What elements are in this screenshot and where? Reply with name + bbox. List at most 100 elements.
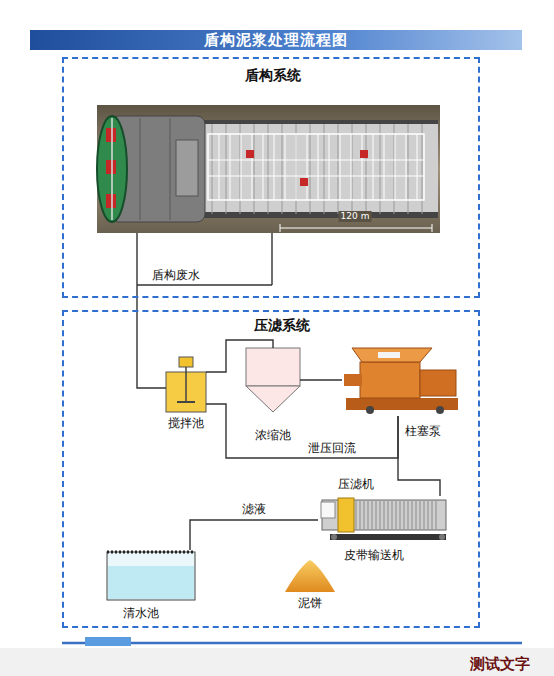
mixer-tank-icon (185, 367, 187, 402)
shield-machine-illustration (230, 134, 231, 200)
shield-machine-illustration (140, 118, 141, 220)
system-region: 盾构系统 120 m (62, 57, 480, 298)
shield-machine-illustration (97, 116, 127, 222)
filter-press-illustration (364, 501, 365, 529)
shield-machine-illustration (241, 134, 242, 200)
plunger-pump-illustration (420, 370, 456, 396)
shield-machine-illustration (208, 176, 424, 177)
filter-press-illustration (372, 501, 373, 529)
plunger-pump: 柱塞泵 (342, 340, 462, 416)
title-bar (30, 30, 522, 50)
shield-machine-illustration (176, 140, 198, 196)
shield-machine-illustration (208, 160, 424, 161)
filter-press-illustration (420, 501, 421, 529)
filter-press-illustration (388, 501, 389, 529)
shield-machine-illustration (340, 134, 341, 200)
shield-machine-illustration (318, 134, 319, 200)
clear-water-tank-icon (108, 566, 194, 599)
shield-machine-illustration (280, 228, 432, 229)
shield-machine-illustration (384, 134, 385, 200)
shield-machine-illustration (406, 134, 407, 200)
shield-machine-illustration (296, 134, 297, 200)
footer-decoration (0, 637, 554, 676)
filter-press-illustration (428, 501, 429, 529)
watermark: 测试文字 (470, 655, 530, 673)
waste-water-pipe (137, 284, 272, 285)
shield-machine-illustration (97, 105, 440, 233)
shield-machine-illustration (351, 134, 352, 200)
filter-press-illustration (338, 498, 354, 532)
filter-press-illustration (356, 501, 357, 529)
shield-machine-illustration (417, 134, 418, 200)
filter-press-illustration (416, 501, 417, 529)
filter-press-illustration (400, 501, 401, 529)
node-label: 清水池 (123, 606, 159, 620)
clear-water-tank-icon (107, 551, 195, 554)
edge-label: 盾构废水 (150, 268, 202, 282)
thickener-tank-icon (246, 348, 300, 386)
flow-line (190, 520, 318, 550)
filter-press-illustration (424, 501, 425, 529)
system-region: 压滤系统搅拌池浓缩池柱塞泵压滤机皮带输送机清水池泥饼 (62, 310, 480, 628)
filter-press-illustration (321, 502, 335, 518)
clear-water-tank-icon (107, 552, 195, 600)
shield-machine-illustration (252, 134, 253, 200)
waste-water-pipe (271, 233, 272, 285)
flow-line (206, 340, 273, 372)
shield-machine-illustration (329, 134, 330, 200)
plunger-pump-illustration (344, 348, 458, 414)
filter-press-illustration (404, 501, 405, 529)
node-label: 柱塞泵 (405, 424, 441, 438)
edge-label: 滤液 (240, 502, 268, 516)
shield-machine-illustration (280, 224, 281, 232)
shield-machine-illustration (300, 178, 308, 186)
filter-press-illustration (368, 501, 369, 529)
shield-machine-illustration (170, 118, 171, 220)
title-bar (30, 30, 522, 50)
mixer-tank: 搅拌池 (166, 356, 206, 412)
mixer-tank-icon (179, 357, 193, 367)
shield-machine-illustration (208, 134, 424, 200)
filter-press-illustration (432, 501, 433, 529)
flow-line (206, 404, 398, 458)
shield-machine-illustration (285, 134, 286, 200)
clear-water-tank: 清水池 (105, 550, 197, 602)
shield-machine-illustration (111, 118, 113, 220)
clear-water-tank-icon (107, 552, 195, 600)
filter-press-illustration (356, 501, 436, 529)
filter-press-illustration (396, 501, 397, 529)
shield-machine-illustration (106, 194, 116, 208)
shield-machine-illustration (106, 160, 116, 174)
shield-machine-illustration (395, 134, 396, 200)
shield-machine-illustration (208, 134, 424, 200)
shield-machine-illustration (106, 128, 116, 142)
shield-machine: 120 m (97, 105, 440, 233)
shield-machine-illustration (246, 150, 254, 158)
plunger-pump-illustration (366, 406, 374, 414)
thickener-tank-icon (246, 348, 300, 412)
filter-press-illustration (412, 501, 413, 529)
thickener-tank-icon (246, 386, 300, 412)
node-label: 盾构系统 (245, 67, 301, 83)
node-label: 浓缩池 (255, 428, 291, 442)
plunger-pump-illustration (352, 348, 432, 362)
node-label: 皮带输送机 (344, 548, 404, 562)
footer-decoration (0, 648, 554, 676)
flow-line (398, 416, 440, 496)
filter-press-illustration (360, 501, 361, 529)
diagram-title: 盾构泥浆处理流程图 (30, 30, 522, 50)
node-label: 搅拌池 (168, 416, 204, 430)
filter-press-illustration (376, 501, 377, 529)
plunger-pump-illustration (344, 374, 362, 386)
filter-press: 压滤机皮带输送机 (318, 496, 448, 542)
flow-line (300, 379, 342, 380)
shield-machine-illustration (432, 224, 433, 232)
shield-machine-illustration (362, 134, 363, 200)
waste-water-pipe (137, 233, 272, 285)
shield-machine-illustration (97, 105, 440, 233)
edge-label: 泄压回流 (306, 441, 358, 455)
mud-cake-pile (285, 560, 335, 592)
